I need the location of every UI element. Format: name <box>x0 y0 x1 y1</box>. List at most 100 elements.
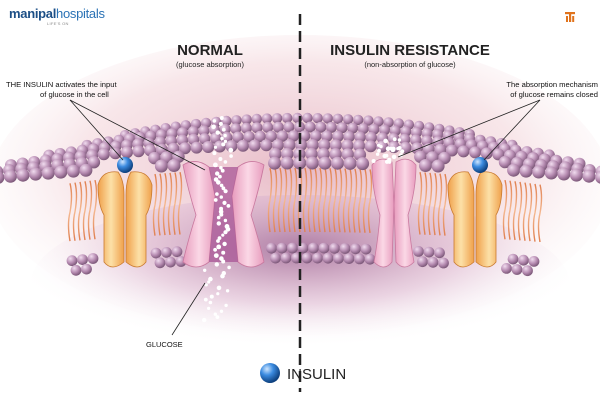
lipid-tail <box>527 183 533 242</box>
glucose-particle <box>216 244 222 250</box>
lipid-head <box>431 159 445 173</box>
lipid-head <box>232 131 244 143</box>
lipid-head <box>70 264 82 276</box>
resistance-title: INSULIN RESISTANCE <box>330 42 490 59</box>
glucose-particle <box>223 230 228 235</box>
lipid-head <box>266 242 277 254</box>
lipid-head <box>354 253 365 265</box>
glucose-particle <box>377 143 381 147</box>
cytoplasm-glow <box>30 195 570 375</box>
lipid-head <box>167 159 181 172</box>
lipid-head <box>66 255 78 267</box>
lipid-head <box>237 139 249 152</box>
glucose-particle <box>400 149 405 154</box>
lipid-head <box>336 122 348 134</box>
lipid-head <box>343 131 355 143</box>
lipid-head <box>318 139 331 152</box>
glucose-particle <box>219 116 224 120</box>
lipid-head <box>262 121 274 133</box>
glucose-particle <box>204 283 208 287</box>
lipid-tail <box>332 168 338 233</box>
lipid-head <box>4 169 17 183</box>
lipid-head <box>469 146 482 159</box>
lipid-head <box>438 257 449 269</box>
lipid-head <box>427 256 439 268</box>
lipid-head <box>301 252 313 264</box>
glucose-particle <box>221 142 226 147</box>
lipid-head <box>343 253 355 264</box>
lipid-head <box>221 115 232 127</box>
glucose-particle <box>219 183 224 188</box>
glucose-particle <box>375 152 380 156</box>
lipid-head <box>179 142 191 155</box>
glucose-label: GLUCOSE <box>146 340 183 349</box>
glucose-particle <box>207 306 211 310</box>
lipid-head <box>287 242 298 254</box>
glucose-particle <box>227 265 231 270</box>
lipid-head <box>165 256 176 268</box>
lipid-tail <box>417 171 423 235</box>
lipid-head <box>507 253 519 265</box>
lipid-head <box>276 130 289 142</box>
lipid-head <box>41 166 55 180</box>
glucose-particle <box>225 227 231 232</box>
lipid-tail <box>347 168 353 233</box>
lipid-head <box>241 114 252 125</box>
glucose-particle <box>203 268 207 272</box>
lipid-head <box>281 147 294 161</box>
lipid-tail <box>522 182 528 241</box>
lipid-head <box>322 113 333 124</box>
lipid-head <box>522 265 533 277</box>
glucose-particle <box>219 166 223 170</box>
lipid-tail <box>507 180 513 240</box>
glucose-particle <box>215 192 219 196</box>
lipid-tail <box>152 173 158 236</box>
glucose-particle <box>216 180 221 185</box>
glucose-particle <box>219 212 224 217</box>
glucose-particle <box>213 145 218 149</box>
lipid-head <box>54 165 68 179</box>
glucose-particle <box>221 250 226 255</box>
lipid-head <box>225 140 238 153</box>
lipid-head <box>298 130 311 142</box>
lipid-head <box>333 253 344 264</box>
glucose-particle <box>223 160 228 164</box>
lipid-head <box>171 246 183 258</box>
lipid-head <box>293 156 307 170</box>
lipid-head <box>322 252 334 264</box>
lipid-head <box>342 114 354 125</box>
lipid-tail <box>302 167 308 233</box>
normal-title: NORMAL <box>177 42 243 59</box>
lipid-tail <box>282 167 288 233</box>
glucose-particle <box>224 303 228 308</box>
lipid-head <box>312 252 323 264</box>
lipid-head <box>270 252 281 264</box>
lipid-head <box>16 168 30 182</box>
glucose-particle <box>222 200 227 205</box>
lipid-head <box>507 163 521 177</box>
lipid-head <box>109 147 122 160</box>
lipid-head <box>87 156 101 169</box>
lipid-head <box>283 121 295 133</box>
glucose-particle <box>220 136 224 141</box>
lipid-head <box>329 139 342 152</box>
lipid-head <box>434 247 445 259</box>
glucose-particle <box>213 198 218 202</box>
lipid-tail <box>292 167 298 233</box>
resistance-subtitle: (non-absorption of glucose) <box>364 60 456 69</box>
glucose-particle <box>213 162 218 168</box>
lipid-tail <box>357 168 363 233</box>
glucose-particle <box>221 233 225 237</box>
glucose-particle <box>223 218 228 223</box>
lipid-head <box>360 243 372 255</box>
glucose-particle <box>212 119 217 123</box>
lipid-head <box>312 113 323 124</box>
lipid-head <box>325 121 337 133</box>
lipid-tail <box>352 168 358 233</box>
lipid-tail <box>287 167 293 233</box>
glucose-particle <box>218 174 222 179</box>
glucose-particle <box>216 292 220 296</box>
callout-mechanism-closed: The absorption mechanism of glucose rema… <box>486 80 598 100</box>
callout-lines <box>69 99 541 336</box>
